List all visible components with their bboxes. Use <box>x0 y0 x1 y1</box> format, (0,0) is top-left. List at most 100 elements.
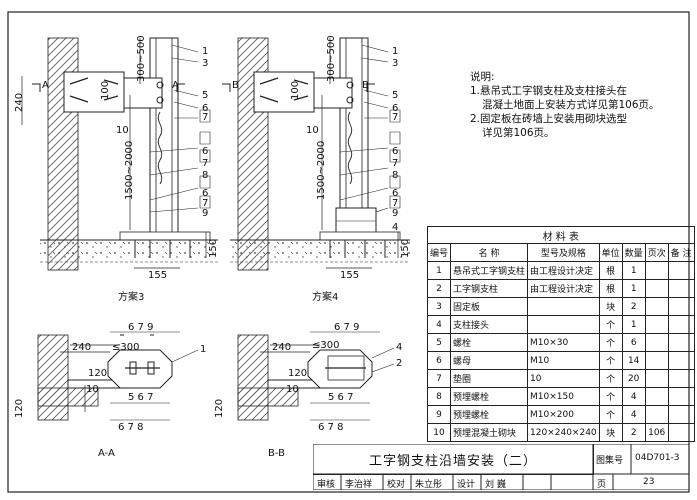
col-header-qty: 数量 <box>621 243 646 262</box>
callout-5-b: 5 <box>392 90 399 101</box>
section-mark-b-right: B <box>362 80 369 91</box>
cell-name: 悬吊式工字钢支柱 <box>450 261 529 280</box>
cell-qty: 2 <box>621 423 646 442</box>
cell-spec: 由工程设计决定 <box>527 261 600 280</box>
scheme4-fixing-plate <box>253 71 315 113</box>
scheme3-column <box>149 37 179 237</box>
check-label: 校对 <box>387 480 406 490</box>
callout-4-b: 4 <box>392 222 399 233</box>
callout-7: 7 <box>202 112 209 123</box>
cell-name: 垫圈 <box>450 369 529 388</box>
cell-page <box>644 405 669 424</box>
cell-unit: 个 <box>598 369 623 388</box>
cell-no: 6 <box>426 351 452 370</box>
callout-10-b: 10 <box>306 125 319 136</box>
page-label: 页 <box>597 480 607 490</box>
cell-remark <box>667 279 695 298</box>
callout-3: 3 <box>202 58 209 69</box>
cell-page <box>644 279 669 298</box>
dim-le300-b: ≤300 <box>312 340 340 351</box>
cell-name: 固定板 <box>450 297 529 316</box>
cell-unit: 根 <box>598 279 623 298</box>
cell-qty: 2 <box>621 297 646 316</box>
callout-1-b: 1 <box>392 46 399 57</box>
cell-qty: 1 <box>621 315 646 334</box>
seq-567-a: 5 6 7 <box>128 392 154 403</box>
note-line: 详见第106页。 <box>482 127 555 139</box>
dim-240-a: 240 <box>72 342 92 353</box>
design-label: 设计 <box>457 480 476 490</box>
callout-10-aa: 10 <box>86 384 99 395</box>
cell-remark <box>667 297 695 316</box>
review-label: 审核 <box>317 480 336 490</box>
col-header-page: 页次 <box>644 243 669 262</box>
cell-remark <box>667 387 695 406</box>
atlas-label: 图集号 <box>596 456 624 466</box>
cell-remark <box>667 423 695 442</box>
cell-unit: 个 <box>598 333 623 352</box>
cell-no: 1 <box>426 261 452 280</box>
note-line: 混凝土地面上安装方式详见第106页。 <box>482 99 660 111</box>
callout-6c-b: 6 <box>392 188 399 199</box>
callout-7b: 7 <box>202 158 209 169</box>
reviewer-name: 李治祥 <box>345 480 373 490</box>
section-mark-a-left: A <box>42 80 49 91</box>
cell-page <box>644 369 669 388</box>
cell-no: 5 <box>426 333 452 352</box>
cell-spec: 由工程设计决定 <box>527 279 600 298</box>
cell-unit: 块 <box>598 423 623 442</box>
title-block: 工字钢支柱沿墙安装（二） 图集号 04D701-3 审核 李治祥 校对 朱立彤 … <box>313 444 689 490</box>
col-header-name: 名 称 <box>450 243 529 262</box>
cell-no: 4 <box>426 315 452 334</box>
cell-remark <box>667 369 695 388</box>
cell-name: 工字钢支柱 <box>450 279 529 298</box>
dim-120-b-vert: 120 <box>214 398 225 418</box>
cell-no: 2 <box>426 279 452 298</box>
callout-4-bb: 4 <box>396 342 403 353</box>
callout-9: 9 <box>202 208 209 219</box>
section-bb-detail <box>237 331 395 421</box>
cell-no: 3 <box>426 297 452 316</box>
note-line: 2.固定板在砖墙上安装用砌块选型 <box>470 113 628 125</box>
cell-name: 预埋螺栓 <box>450 387 529 406</box>
col-header-spec: 型号及规格 <box>527 243 600 262</box>
callout-7b-b: 7 <box>392 158 399 169</box>
caption-section-aa: A-A <box>98 448 115 459</box>
cell-page <box>644 333 669 352</box>
note-line: 1.悬吊式工字钢支柱及支柱接头在 <box>470 85 628 97</box>
callout-3-b: 3 <box>392 58 399 69</box>
cell-spec: M10 <box>527 351 600 370</box>
cell-qty: 4 <box>621 387 646 406</box>
checker-name: 朱立彤 <box>415 480 443 490</box>
seq-679-a: 6 7 9 <box>128 322 154 333</box>
cell-page <box>644 387 669 406</box>
callout-10-bb: 10 <box>286 384 299 395</box>
scheme4-column <box>339 37 369 211</box>
dim-1500-2000: 1500~2000 <box>124 140 135 200</box>
cell-unit: 个 <box>598 405 623 424</box>
cell-page <box>644 297 669 316</box>
seq-678-a: 6 7 8 <box>118 422 144 433</box>
caption-section-bb: B-B <box>268 448 285 459</box>
section-aa-joint <box>107 349 173 389</box>
cell-qty: 20 <box>621 369 646 388</box>
dim-150-b: 150 <box>400 238 411 258</box>
cell-qty: 14 <box>621 351 646 370</box>
cell-spec: M10×200 <box>527 405 600 424</box>
callout-7-b: 7 <box>392 112 399 123</box>
dim-le300-a: ≤300 <box>112 342 140 353</box>
cell-name: 预埋混凝土砌块 <box>450 423 529 442</box>
col-header-no: 编号 <box>426 243 452 262</box>
section-mark-a-right: A <box>172 80 179 91</box>
callout-7c: 7 <box>202 198 209 209</box>
dim-155-b: 155 <box>340 270 360 281</box>
dim-300-500: 300~500 <box>136 35 147 82</box>
section-aa-detail <box>37 331 199 421</box>
